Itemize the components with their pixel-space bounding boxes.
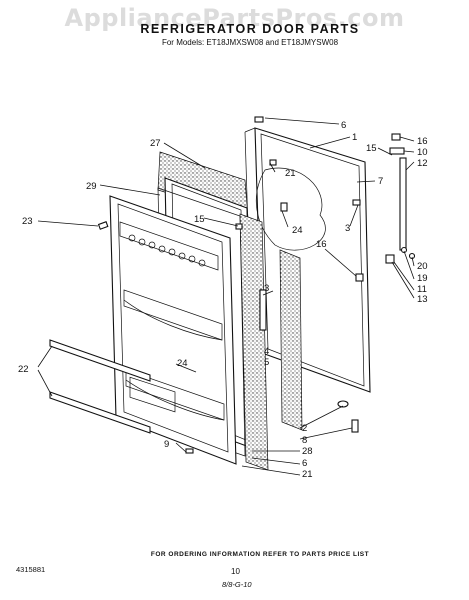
watermark: AppliancePartsPros.com (64, 4, 405, 32)
callout-23: 24 (177, 358, 188, 369)
diagram-subtitle: For Models: ET18JMXSW08 and ET18JMYSW08 (161, 38, 339, 47)
callout-12: 12 (417, 158, 428, 169)
ordering-note: FOR ORDERING INFORMATION REFER TO PARTS … (150, 551, 370, 558)
callout-6-bottom: 6 (302, 458, 307, 469)
callout-7: 7 (378, 176, 383, 187)
callout-21: 21 (285, 168, 296, 179)
shelf-bar-lower (49, 391, 151, 434)
callout-20: 22 (18, 364, 29, 375)
callout-5: 5 (264, 357, 269, 368)
callout-9: 9 (164, 439, 169, 450)
callout-14: 15 (366, 143, 377, 154)
diagram-title: REFRIGERATOR DOOR PARTS (140, 22, 360, 36)
callout-labels: 6 1 15 7 27 29 23 21 24 3 16 15 3 4 5 24… (18, 120, 428, 480)
egg-tray (128, 234, 206, 267)
callout-3-right: 3 (345, 223, 350, 234)
side-insulation-strip (279, 249, 303, 431)
callout-2: 2 (302, 423, 307, 434)
door-liner (109, 195, 237, 465)
document-number: 4315881 (16, 565, 46, 574)
callout-15-left: 15 (194, 214, 205, 225)
callout-4: 4 (264, 346, 269, 357)
callout-11: 11 (417, 284, 427, 295)
callout-22: 23 (22, 216, 33, 227)
callout-6: 6 (341, 120, 346, 131)
date-code: 8/8-G-10 (222, 580, 252, 589)
callout-3-left: 3 (264, 283, 269, 294)
callout-8: 8 (302, 435, 307, 446)
leader-lines (37, 117, 415, 476)
callout-24: 24 (292, 225, 303, 236)
callout-13: 13 (417, 294, 428, 305)
callout-28: 28 (302, 446, 313, 457)
shelf-bar-upper (49, 339, 151, 382)
callout-29: 29 (86, 181, 97, 192)
callout-10: 10 (417, 147, 428, 158)
hinge-assembly (385, 133, 416, 264)
callout-15-right: 16 (316, 239, 327, 250)
page-number: 10 (231, 567, 240, 576)
callout-16: 16 (417, 136, 428, 147)
callout-27: 27 (150, 138, 161, 149)
fasteners (97, 116, 364, 454)
callout-19: 21 (302, 469, 313, 480)
callout-1: 1 (352, 132, 357, 143)
callout-17: 19 (417, 273, 428, 284)
callout-18: 20 (417, 261, 428, 272)
